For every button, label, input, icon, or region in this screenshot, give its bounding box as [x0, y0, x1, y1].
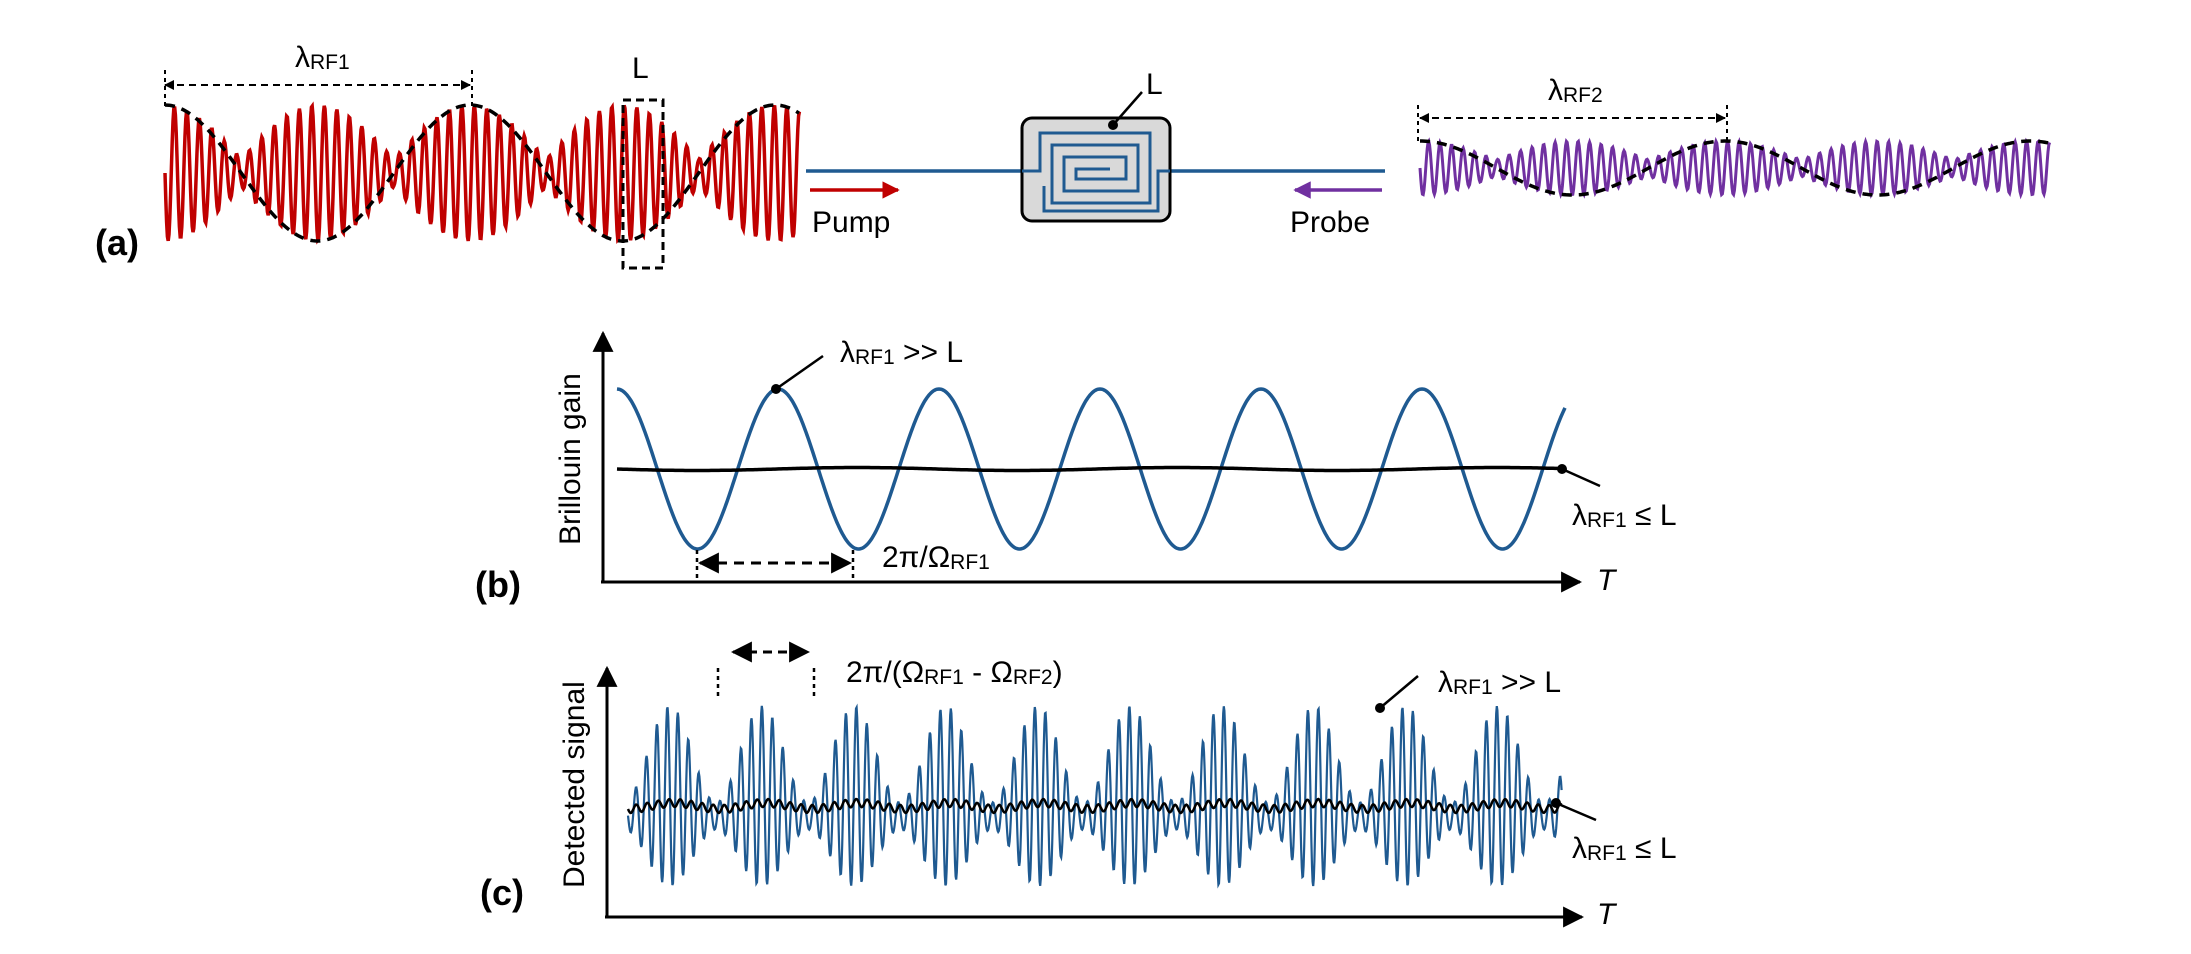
- c-annot-low: λRF1 ≤ L: [1572, 832, 1677, 865]
- c-x-label: T: [1597, 898, 1618, 931]
- b-annot-low-dot: [1557, 464, 1567, 474]
- c-annot-low-dot: [1551, 798, 1561, 808]
- lambda-rf1-label: λRF1: [295, 41, 350, 74]
- length-window-label: L: [632, 52, 649, 85]
- b-y-label: Brillouin gain: [554, 373, 587, 545]
- coiled-fiber-icon: [1022, 131, 1152, 205]
- b-gain-short-wavelength: [616, 465, 1565, 473]
- b-annot-low: λRF1 ≤ L: [1572, 499, 1677, 532]
- panel-a: (a) λRF1 L L Pump Probe: [95, 41, 2052, 270]
- pump-envelope: [164, 103, 800, 243]
- c-period-label: 2π/(ΩRF1 - ΩRF2): [846, 656, 1063, 689]
- pump-label: Pump: [812, 206, 890, 239]
- c-annot-high-pointer: [1379, 675, 1419, 709]
- b-annot-low-pointer: [1561, 467, 1601, 488]
- b-annot-high-dot: [771, 384, 781, 394]
- probe-wave: [1418, 136, 2052, 200]
- panel-b: (b) Brillouin gain T λRF1 >> L λRF1 ≤ L …: [475, 330, 1677, 605]
- device-pointer: [1112, 91, 1143, 126]
- b-annot-high: λRF1 >> L: [840, 336, 963, 369]
- c-y-label: Detected signal: [558, 681, 591, 888]
- panel-b-label: (b): [475, 564, 521, 605]
- b-period-label: 2π/ΩRF1: [882, 541, 990, 574]
- panel-a-label: (a): [95, 222, 139, 263]
- c-annot-high-dot: [1375, 703, 1385, 713]
- device-label: L: [1146, 68, 1163, 101]
- lambda-rf2-label: λRF2: [1548, 74, 1603, 107]
- probe-envelope: [1420, 139, 2051, 197]
- b-x-label: T: [1597, 564, 1618, 597]
- b-annot-high-pointer: [775, 354, 824, 391]
- probe-label: Probe: [1290, 206, 1370, 239]
- c-signal-long-wavelength: [626, 703, 1563, 889]
- coiled-fiber-return: [1042, 169, 1170, 213]
- c-annot-low-pointer: [1555, 801, 1597, 822]
- c-annot-high: λRF1 >> L: [1438, 666, 1561, 699]
- pump-wave: [163, 101, 802, 245]
- device-pointer-dot: [1108, 120, 1118, 130]
- length-window: [621, 98, 665, 270]
- panel-c-label: (c): [480, 872, 524, 913]
- c-signal-short-wavelength: [626, 797, 1563, 815]
- panel-c: (c) Detected signal T 2π/(ΩRF1 - ΩRF2) λ…: [480, 641, 1677, 931]
